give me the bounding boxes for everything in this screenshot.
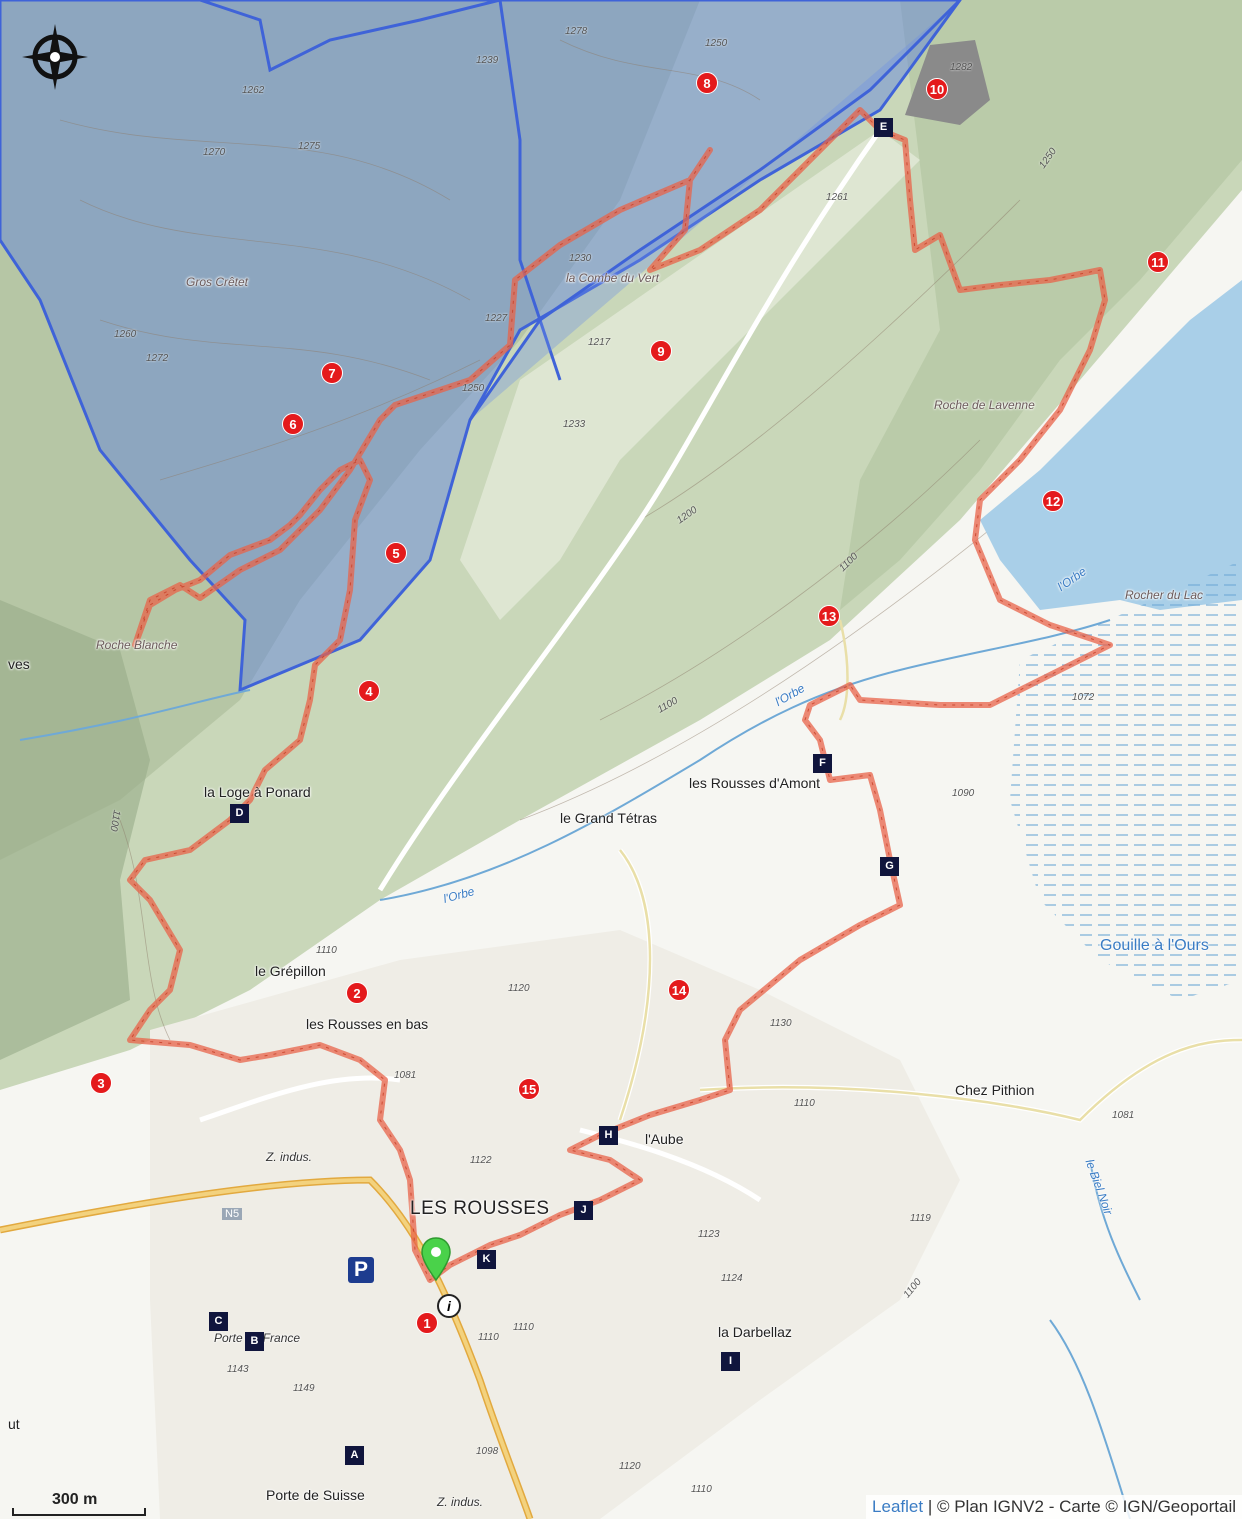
parking-icon[interactable]: P — [348, 1257, 374, 1283]
poi-marker-5[interactable]: 5 — [385, 542, 407, 564]
label-gouille-ours: Gouille à l'Ours — [1100, 937, 1209, 954]
elevation-label: 1272 — [146, 353, 169, 364]
poi-marker-9[interactable]: 9 — [650, 340, 672, 362]
poi-marker-7[interactable]: 7 — [321, 362, 343, 384]
elevation-label: 1110 — [691, 1484, 712, 1495]
label-chez-pithion: Chez Pithion — [955, 1082, 1035, 1098]
label-cut-left: ut — [8, 1416, 20, 1432]
elevation-label: 1282 — [950, 62, 973, 73]
elevation-label: 1149 — [293, 1383, 315, 1394]
elevation-label: 1278 — [565, 26, 588, 37]
poi-marker-8[interactable]: 8 — [696, 72, 718, 94]
elevation-label: 1081 — [394, 1070, 417, 1081]
start-marker-pin-icon[interactable] — [420, 1236, 452, 1282]
label-z-indus: Z. indus. — [266, 1150, 313, 1164]
waypoint-g[interactable]: G — [880, 857, 899, 876]
attribution-text: | © Plan IGNV2 - Carte © IGN/Geoportail — [923, 1497, 1236, 1516]
elevation-label: 1143 — [227, 1364, 249, 1375]
poi-marker-1[interactable]: 1 — [416, 1312, 438, 1334]
waypoint-d[interactable]: D — [230, 804, 249, 823]
elevation-label: 1123 — [698, 1229, 720, 1240]
label-aube: l'Aube — [645, 1131, 684, 1147]
elevation-label: 1261 — [826, 192, 849, 203]
attribution: Leaflet | © Plan IGNV2 - Carte © IGN/Geo… — [866, 1495, 1242, 1519]
road-shield-n5: N5 — [222, 1208, 243, 1220]
poi-marker-2[interactable]: 2 — [346, 982, 368, 1004]
label-roche-blanche: Roche Blanche — [96, 638, 178, 652]
compass-rose-icon[interactable] — [20, 22, 90, 92]
label-rousses-en-bas: les Rousses en bas — [306, 1016, 429, 1032]
waypoint-c[interactable]: C — [209, 1312, 228, 1331]
label-roche-lavenne: Roche de Lavenne — [934, 398, 1035, 412]
scale-line — [12, 1508, 146, 1516]
info-icon[interactable]: i — [437, 1294, 461, 1318]
label-grepillon: le Grépillon — [255, 963, 326, 979]
poi-marker-12[interactable]: 12 — [1042, 490, 1064, 512]
label-combe-du-vert: la Combe du Vert — [566, 271, 659, 285]
waypoint-k[interactable]: K — [477, 1250, 496, 1269]
poi-marker-6[interactable]: 6 — [282, 413, 304, 435]
poi-marker-11[interactable]: 11 — [1147, 251, 1169, 273]
waypoint-a[interactable]: A — [345, 1446, 364, 1465]
scale-bar: 300 m — [12, 1492, 146, 1516]
elevation-label: 1110 — [794, 1098, 815, 1109]
elevation-label: 1090 — [952, 788, 975, 799]
elevation-label: 1124 — [721, 1273, 743, 1284]
poi-marker-14[interactable]: 14 — [668, 979, 690, 1001]
elevation-label: 1239 — [476, 55, 499, 66]
poi-marker-13[interactable]: 13 — [818, 605, 840, 627]
elevation-label: 1119 — [910, 1213, 931, 1224]
label-les-rousses: LES ROUSSES — [410, 1198, 550, 1219]
elevation-label: 1122 — [470, 1155, 492, 1166]
label-rousses-amont: les Rousses d'Amont — [689, 775, 821, 791]
elevation-label: 1250 — [462, 383, 485, 394]
waypoint-h[interactable]: H — [599, 1126, 618, 1145]
elevation-label: 1217 — [588, 337, 611, 348]
poi-marker-3[interactable]: 3 — [90, 1072, 112, 1094]
label-rocher-du-lac: Rocher du Lac — [1125, 588, 1204, 602]
elevation-label: 1227 — [485, 313, 508, 324]
elevation-label: 1130 — [770, 1018, 792, 1029]
label-porte-suisse: Porte de Suisse — [266, 1487, 365, 1503]
elevation-label: 1270 — [203, 147, 226, 158]
poi-marker-10[interactable]: 10 — [926, 78, 948, 100]
elevation-label: 1110 — [316, 945, 337, 956]
waypoint-e[interactable]: E — [874, 118, 893, 137]
elevation-label: 1250 — [705, 38, 728, 49]
label-z-indus: Z. indus. — [437, 1495, 484, 1509]
elevation-label: 1233 — [563, 419, 586, 430]
poi-marker-4[interactable]: 4 — [358, 680, 380, 702]
waypoint-i[interactable]: I — [721, 1352, 740, 1371]
label-darbellaz: la Darbellaz — [718, 1324, 792, 1340]
label-loge-ponard: la Loge à Ponard — [204, 784, 311, 800]
scale-label: 300 m — [52, 1491, 98, 1508]
waypoint-b[interactable]: B — [245, 1332, 264, 1351]
leaflet-link[interactable]: Leaflet — [872, 1497, 924, 1516]
label-gros-cretet: Gros Crêtet — [186, 275, 249, 289]
waypoint-f[interactable]: F — [813, 754, 832, 773]
elevation-label: 1098 — [476, 1446, 499, 1457]
elevation-label: 1262 — [242, 85, 265, 96]
waypoint-j[interactable]: J — [574, 1201, 593, 1220]
elevation-label: 1120 — [619, 1461, 641, 1472]
elevation-label: 1275 — [298, 141, 321, 152]
elevation-label: 1260 — [114, 329, 137, 340]
label-cut-left: ves — [8, 656, 30, 672]
elevation-label: 1110 — [478, 1332, 499, 1343]
elevation-label: 1081 — [1112, 1110, 1135, 1121]
elevation-label: 1072 — [1072, 692, 1095, 703]
elevation-label: 1230 — [569, 253, 592, 264]
poi-marker-15[interactable]: 15 — [518, 1078, 540, 1100]
elevation-label: 1120 — [508, 983, 530, 994]
label-grand-tetras: le Grand Tétras — [560, 810, 658, 826]
elevation-label: 1110 — [513, 1322, 534, 1333]
